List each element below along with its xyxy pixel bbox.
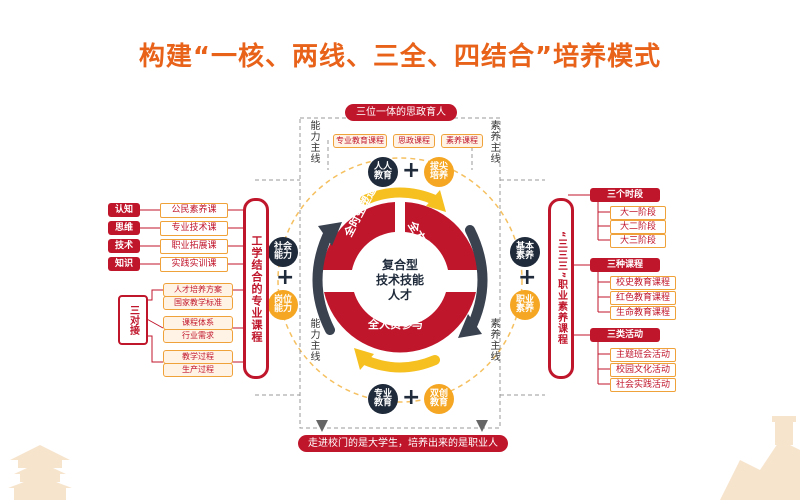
plus-icon: + <box>402 158 421 183</box>
circle-social-ability: 社会 能力 <box>268 237 298 267</box>
circle-top-talent: 拔尖 培养 <box>424 157 454 187</box>
tag-cognition: 认知 <box>108 203 140 217</box>
course-career-expansion: 职业拓展课 <box>160 239 228 254</box>
quality-line-label-top: 素养主线 <box>488 120 499 164</box>
course-tech: 专业技术课 <box>160 221 228 236</box>
activity-social-practice: 社会实践活动 <box>610 378 676 392</box>
section-three-periods: 三个时段 <box>590 188 660 202</box>
circle-everyone-education: 人人 教育 <box>368 157 398 187</box>
group-curriculum-system: 课程体系 <box>163 316 233 330</box>
plus-icon: + <box>518 265 537 290</box>
course-practice: 实践实训课 <box>160 257 228 272</box>
course-ideological: 思政课程 <box>393 134 435 148</box>
group-national-standard: 国家教学标准 <box>163 296 233 310</box>
period-year-three: 大三阶段 <box>610 234 666 248</box>
section-three-courses: 三种课程 <box>590 258 660 272</box>
section-three-activities: 三类活动 <box>590 328 660 342</box>
circle-post-ability: 岗位 能力 <box>268 290 298 320</box>
period-year-one: 大一阶段 <box>610 206 666 220</box>
group-teaching-process: 教学过程 <box>163 350 233 364</box>
left-pillar-work-study-courses: 工学结合的专业课程 <box>243 198 269 379</box>
activity-campus-culture: 校园文化活动 <box>610 363 676 377</box>
top-banner: 三位一体的思政育人 <box>345 104 457 121</box>
ability-line-label-bottom: 能力主线 <box>308 318 319 362</box>
circle-professional-quality: 职业 素养 <box>510 290 540 320</box>
course-school-history: 校史教育课程 <box>610 276 676 290</box>
course-citizen: 公民素养课 <box>160 203 228 218</box>
circle-innovation-education: 双创 教育 <box>424 384 454 414</box>
course-life-education: 生命教育课程 <box>610 306 676 320</box>
ability-line-label-top: 能力主线 <box>308 120 319 164</box>
activity-class-meeting: 主题班会活动 <box>610 348 676 362</box>
group-industry-demand: 行业需求 <box>163 329 233 343</box>
circle-professional-education: 专业 教育 <box>368 384 398 414</box>
tag-knowledge: 知识 <box>108 257 140 271</box>
circle-basic-quality: 基本 素养 <box>510 237 540 267</box>
segment-all-staff: 全人员参与 <box>368 318 423 331</box>
tag-thinking: 思维 <box>108 221 140 235</box>
quality-line-label-bottom: 素养主线 <box>488 318 499 362</box>
great-wall-decoration-right <box>720 416 800 500</box>
bottom-banner: 走进校门的是大学生，培养出来的是职业人 <box>298 435 508 452</box>
page-title: 构建“一核、两线、三全、四结合”培养模式 <box>138 42 662 72</box>
group-talent-plan: 人才培养方案 <box>163 283 233 297</box>
course-quality: 素养课程 <box>441 134 483 148</box>
center-core-label: 复合型 技术技能 人才 <box>375 258 424 302</box>
period-year-two: 大二阶段 <box>610 220 666 234</box>
course-professional: 专业教育课程 <box>333 134 387 148</box>
temple-decoration-left <box>8 445 72 500</box>
tag-technology: 技术 <box>108 239 140 253</box>
course-red-education: 红色教育课程 <box>610 291 676 305</box>
right-pillar-professional-quality-courses: “三三三”职业素养课程 <box>548 198 574 379</box>
plus-icon: + <box>276 265 295 290</box>
plus-icon: + <box>402 385 421 410</box>
three-connections-label: 三对接 <box>118 295 148 345</box>
group-production-process: 生产过程 <box>163 363 233 377</box>
